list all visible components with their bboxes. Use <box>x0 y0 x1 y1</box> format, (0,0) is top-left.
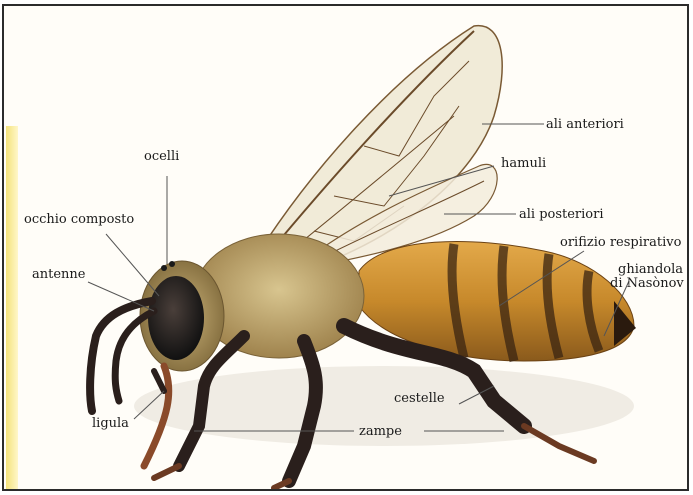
antennae <box>90 301 154 411</box>
label-zampe: zampe <box>359 424 402 439</box>
label-hamuli: hamuli <box>501 156 546 171</box>
ocelli-dots <box>161 265 167 271</box>
label-di-nasonov: di Nasònov <box>610 276 684 291</box>
compound-eye <box>148 276 204 360</box>
label-occhio-composto: occhio composto <box>24 212 134 227</box>
label-ghiandola: ghiandola <box>618 262 683 277</box>
label-cestelle: cestelle <box>394 391 445 406</box>
label-ali-posteriori: ali posteriori <box>519 207 604 222</box>
label-orifizio-respirativo: orifizio respirativo <box>560 235 681 250</box>
label-ligula: ligula <box>92 416 129 431</box>
label-antenne: antenne <box>32 267 85 282</box>
label-ocelli: ocelli <box>144 149 179 164</box>
head <box>140 261 224 371</box>
label-ali-anteriori: ali anteriori <box>546 117 624 132</box>
diagram-frame: ocelli occhio composto antenne ligula al… <box>2 4 689 491</box>
